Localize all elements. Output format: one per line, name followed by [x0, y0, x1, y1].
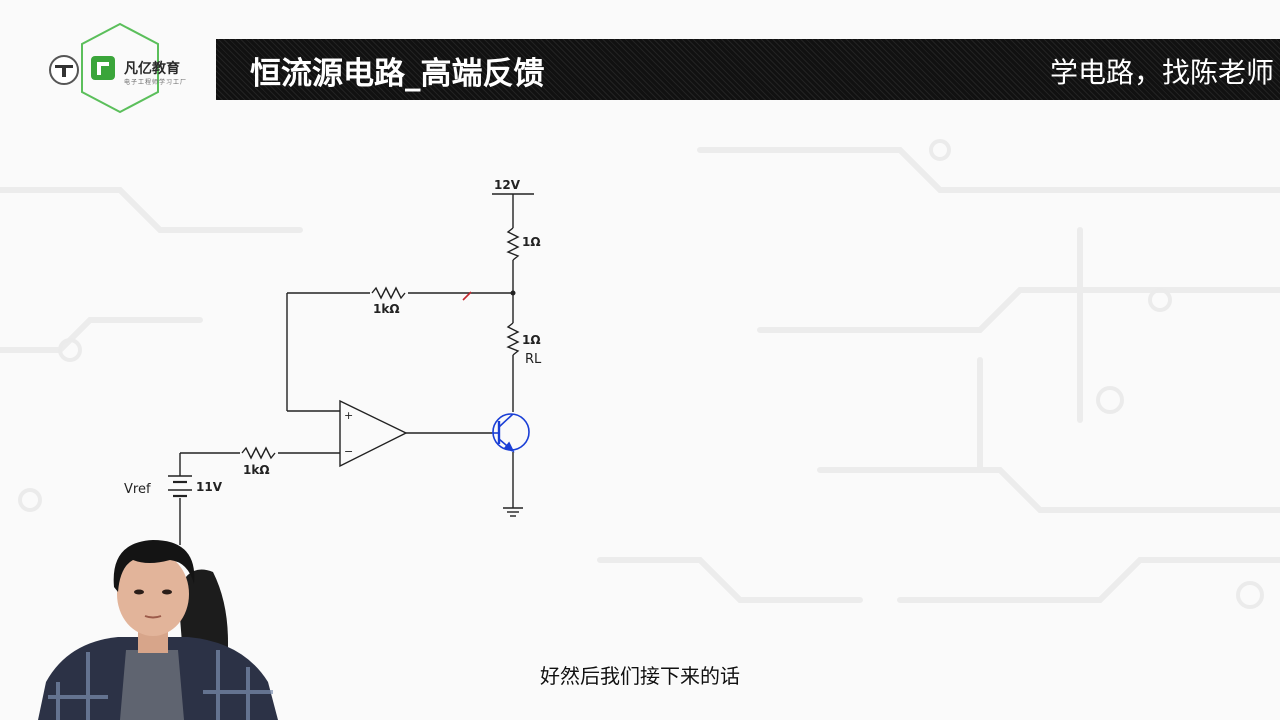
supply-label: 12V — [494, 178, 521, 192]
junction-dot — [510, 290, 516, 296]
resistor-load — [506, 322, 520, 356]
brand-name: 凡亿教育 — [124, 61, 180, 77]
logo-hexagon-icon — [49, 22, 159, 114]
title-bar: 恒流源电路_高端反馈 学电路，找陈老师 — [216, 39, 1280, 100]
r-feedback-label: 1kΩ — [373, 302, 400, 316]
opamp-minus: − — [344, 445, 353, 458]
slogan: 学电路，找陈老师 — [1049, 56, 1274, 89]
r-load-name: RL — [525, 352, 542, 367]
resistor-top — [506, 227, 520, 261]
pen-cursor-icon — [462, 291, 472, 301]
transistor-npn — [492, 413, 530, 453]
vref-name: Vref — [124, 482, 151, 497]
r-input-label: 1kΩ — [243, 463, 270, 477]
r-load-value: 1Ω — [522, 333, 541, 347]
resistor-feedback — [371, 286, 406, 300]
presenter-webcam — [38, 540, 278, 720]
brand-logo — [40, 22, 200, 114]
video-subtitle: 好然后我们接下来的话 — [540, 664, 740, 688]
r-top-label: 1Ω — [522, 235, 541, 249]
page-title: 恒流源电路_高端反馈 — [250, 56, 545, 92]
opamp — [339, 399, 408, 468]
vref-value: 11V — [196, 480, 223, 494]
brand-tagline: 电子工程师学习工厂 — [124, 79, 188, 86]
opamp-plus: + — [344, 409, 353, 422]
battery-vref — [168, 475, 192, 498]
resistor-input — [241, 446, 276, 460]
